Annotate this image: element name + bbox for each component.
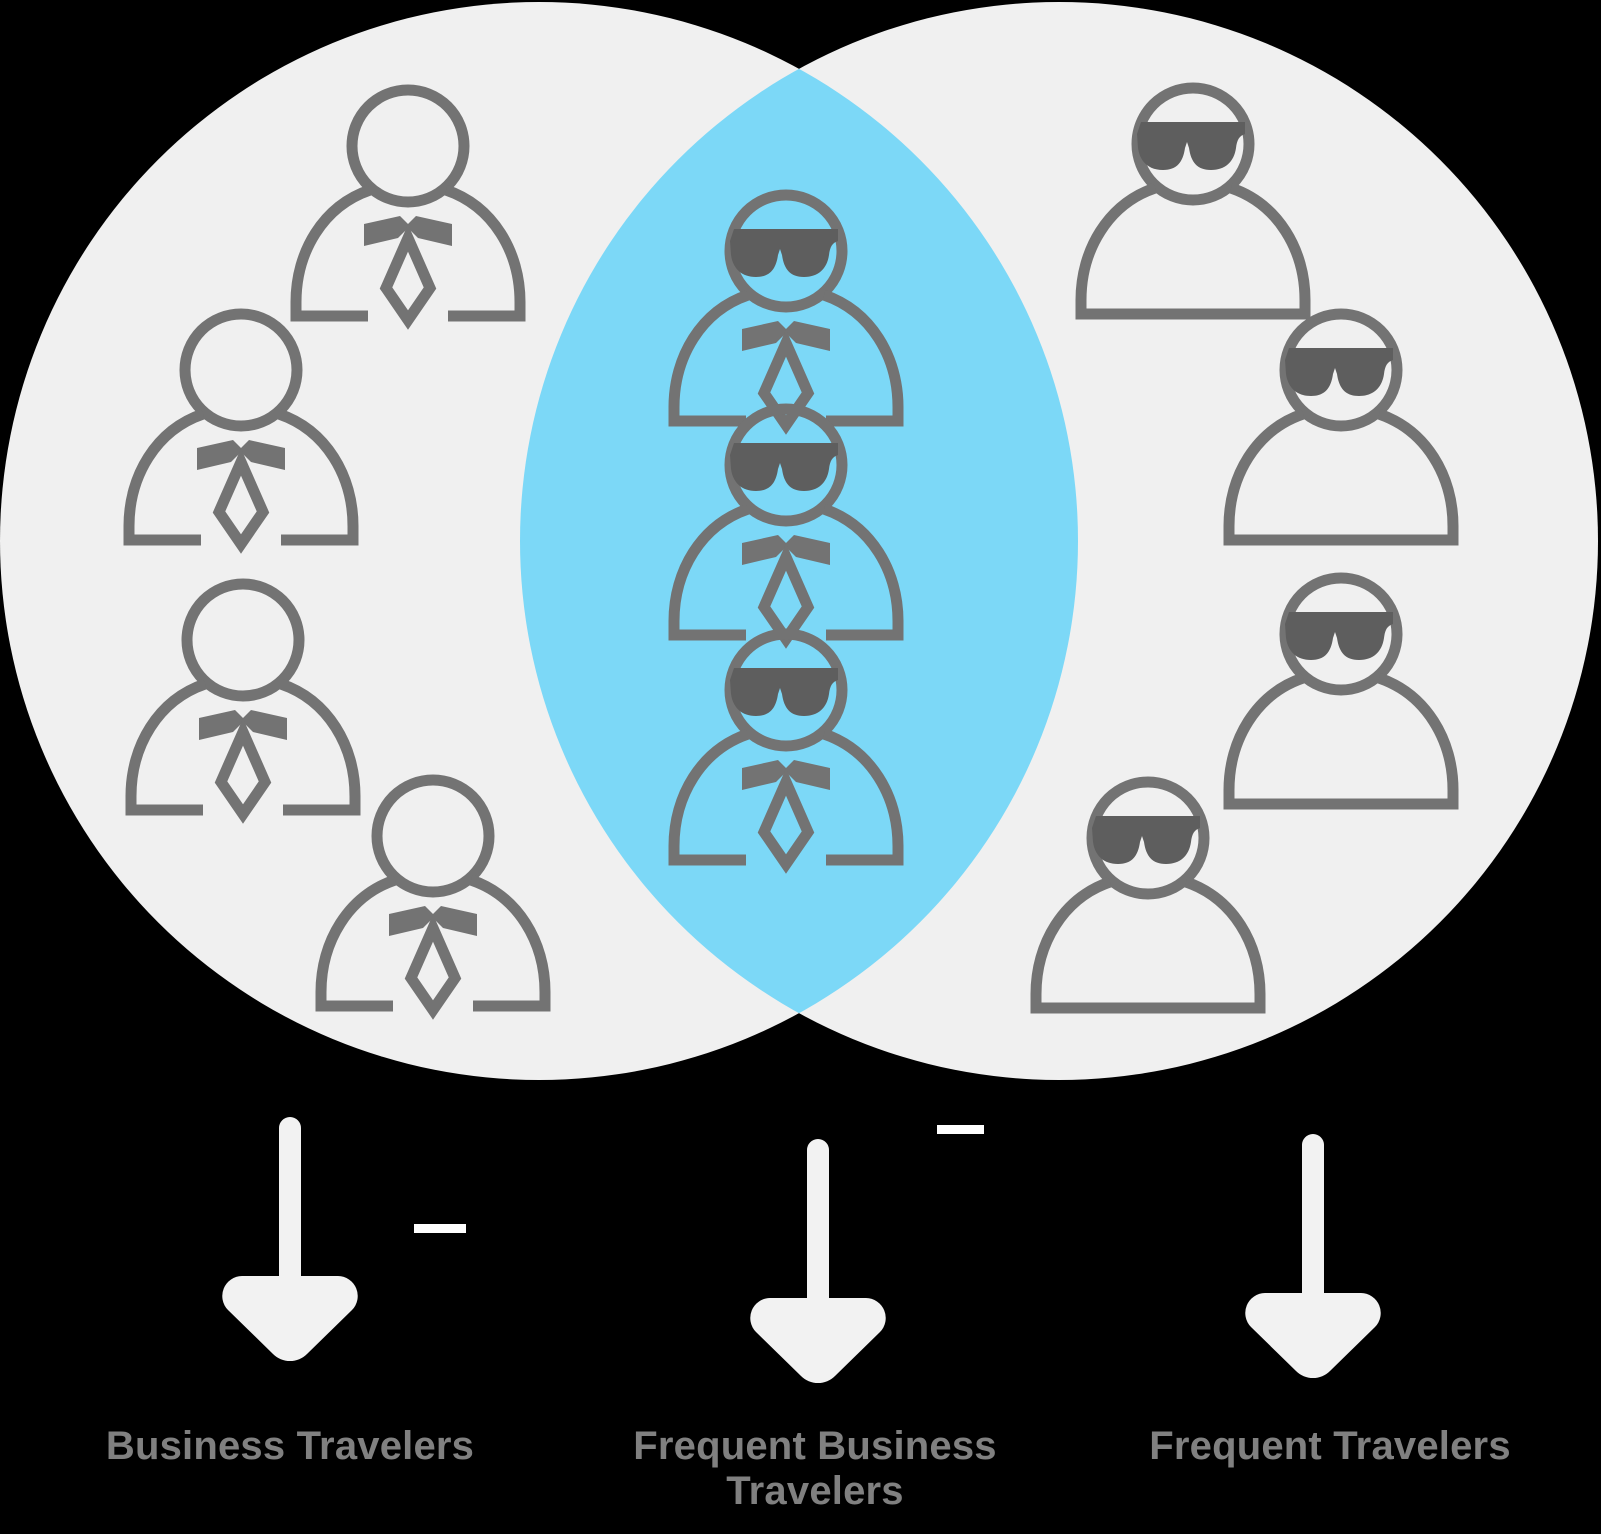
left-set-label: Business Travelers: [105, 1424, 475, 1468]
down-arrow-icon-left: [222, 1117, 358, 1362]
dash-mark-center: [937, 1125, 984, 1134]
dash-mark-left: [414, 1224, 466, 1233]
intersection-label: Frequent Business Travelers: [633, 1424, 997, 1513]
down-arrow-icon-right: [1245, 1134, 1381, 1379]
right-set-label: Frequent Travelers: [1149, 1424, 1511, 1468]
down-arrow-icon-center: [750, 1139, 886, 1384]
